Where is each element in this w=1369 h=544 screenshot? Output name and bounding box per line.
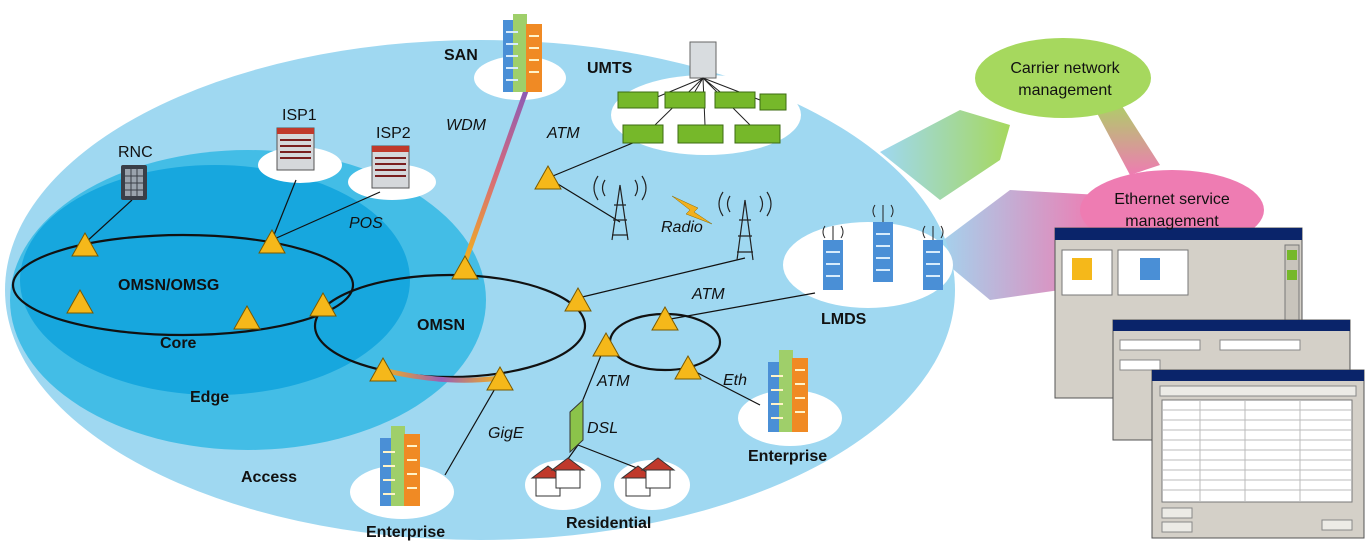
isp2-equipment bbox=[371, 145, 410, 189]
carrier-line-2: management bbox=[1018, 81, 1112, 99]
node-metro-5 bbox=[486, 365, 514, 391]
ethernet-line-2: management bbox=[1125, 212, 1219, 230]
pos-link bbox=[271, 191, 381, 241]
isp2-label: ISP2 bbox=[376, 125, 411, 142]
node-core-4 bbox=[233, 304, 261, 330]
lmds-label: LMDS bbox=[821, 311, 867, 328]
node-core-2 bbox=[258, 228, 286, 254]
isp1-link bbox=[271, 179, 297, 241]
residential-houses bbox=[530, 457, 676, 497]
dsl-link-right bbox=[577, 444, 643, 471]
access-region-label: Access bbox=[241, 469, 298, 486]
eth-label: Eth bbox=[723, 372, 748, 389]
lmds-buildings bbox=[822, 204, 944, 290]
node-core-1 bbox=[71, 231, 99, 257]
node-metro-2 bbox=[564, 286, 592, 312]
enterprise-bottom-building bbox=[380, 426, 420, 506]
wdm-label: WDM bbox=[446, 117, 486, 134]
carrier-line-1: Carrier network bbox=[1010, 60, 1120, 77]
radio-tower-left bbox=[593, 175, 647, 241]
node-core-5 bbox=[309, 291, 337, 317]
gige-label: GigE bbox=[488, 425, 524, 442]
atm-lmds-label: ATM bbox=[692, 286, 725, 303]
metro-ring-label: OMSN bbox=[417, 317, 465, 334]
management-link bbox=[1090, 95, 1160, 175]
rnc-label: RNC bbox=[118, 144, 153, 161]
umts-atm-link bbox=[547, 139, 641, 179]
enterprise-bottom-label: Enterprise bbox=[366, 524, 446, 541]
carrier-management-text: Carrier network management bbox=[985, 58, 1145, 101]
core-ring bbox=[11, 233, 355, 337]
radio-bolt-icon bbox=[671, 195, 713, 225]
node-access-2 bbox=[674, 354, 702, 380]
node-core-3 bbox=[66, 288, 94, 314]
san-label: SAN bbox=[444, 47, 478, 64]
gige-link bbox=[444, 379, 501, 476]
ethernet-line-1: Ethernet service bbox=[1114, 191, 1230, 208]
radio-tower-right bbox=[718, 191, 772, 261]
umts-equipment bbox=[617, 41, 787, 144]
node-metro-1 bbox=[451, 254, 479, 280]
metro-ring bbox=[313, 273, 587, 379]
ethernet-management-text: Ethernet service management bbox=[1092, 189, 1252, 232]
edge-region-label: Edge bbox=[190, 389, 230, 406]
lmds-atm-link bbox=[664, 292, 816, 321]
enterprise-right-building bbox=[768, 350, 808, 432]
rnc-equipment bbox=[121, 165, 147, 200]
radio-link-right bbox=[577, 257, 746, 299]
wdm-arc bbox=[382, 367, 501, 383]
isp1-label: ISP1 bbox=[282, 107, 317, 124]
atm-dsl-label: ATM bbox=[597, 373, 630, 390]
dsl-label: DSL bbox=[587, 420, 619, 437]
umts-label: UMTS bbox=[587, 60, 633, 77]
node-metro-4 bbox=[369, 356, 397, 382]
atm-umts-label: ATM bbox=[547, 125, 580, 142]
core-region-label: Core bbox=[160, 335, 197, 352]
rnc-link bbox=[84, 199, 133, 244]
carrier-management-bubble bbox=[975, 38, 1151, 118]
eth-link bbox=[687, 367, 761, 406]
node-group bbox=[66, 164, 702, 391]
management-screens bbox=[1054, 227, 1365, 539]
carrier-connector bbox=[880, 110, 1010, 200]
dsl-modem bbox=[569, 398, 584, 454]
node-metro-3 bbox=[592, 331, 620, 357]
isp1-equipment bbox=[276, 127, 315, 171]
san-building bbox=[503, 14, 542, 92]
pos-label: POS bbox=[349, 215, 383, 232]
residential-label: Residential bbox=[566, 515, 652, 532]
node-access-1 bbox=[651, 305, 679, 331]
enterprise-right-label: Enterprise bbox=[748, 448, 828, 465]
node-umts-atm bbox=[534, 164, 562, 190]
wdm-link bbox=[462, 85, 530, 265]
core-ring-label: OMSN/OMSG bbox=[118, 277, 220, 294]
radio-label: Radio bbox=[661, 219, 703, 236]
radio-link-left bbox=[547, 177, 621, 223]
